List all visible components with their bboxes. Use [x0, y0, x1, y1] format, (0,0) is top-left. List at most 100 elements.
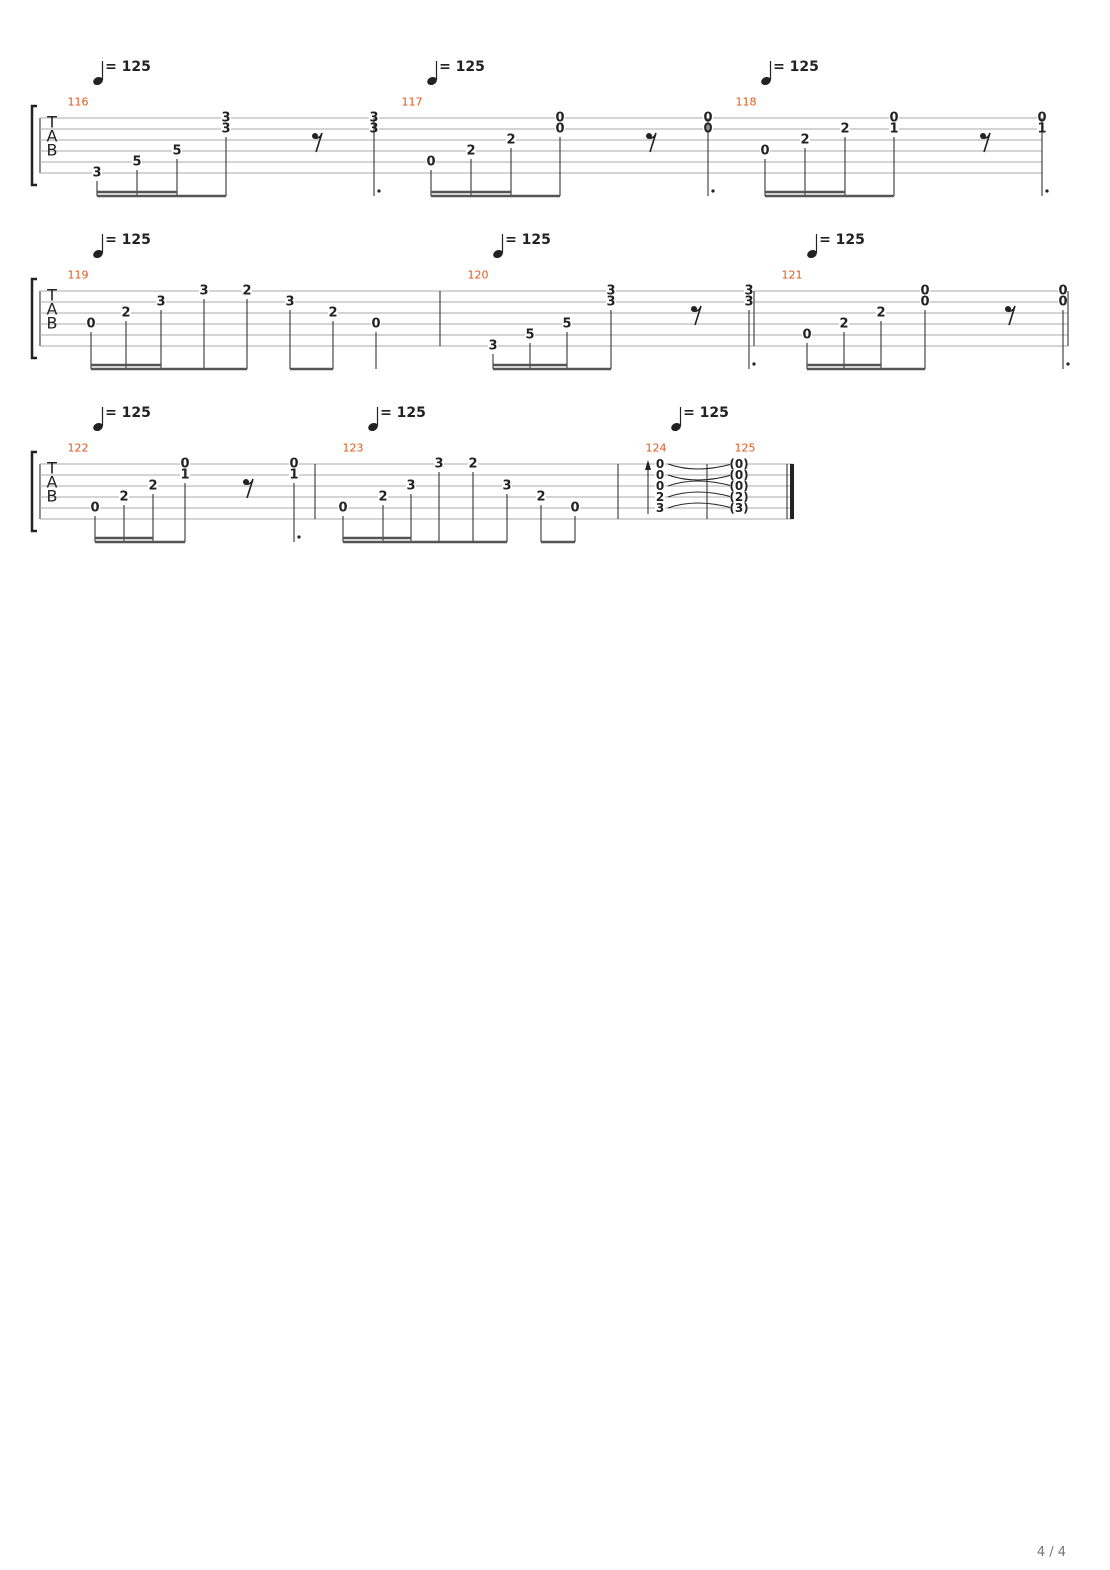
fret-number: 2 — [839, 317, 848, 332]
fret-number: 2 — [840, 122, 849, 137]
fret-bg — [506, 134, 516, 146]
measure: 125(0)(0)(0)(2)(3) — [729, 442, 794, 519]
fret-bg — [468, 458, 478, 470]
fret-number: 0 — [656, 479, 664, 493]
fret-bg — [199, 285, 209, 297]
fret-bg — [655, 458, 665, 470]
fret-number: 2 — [876, 306, 885, 321]
tied-fret-number: (0) — [729, 457, 748, 471]
fret-number: 3 — [606, 284, 615, 299]
fret-bg — [289, 469, 299, 481]
fret-number: 0 — [426, 155, 435, 170]
tab-clef-letter: T — [46, 459, 57, 478]
fret-number: 2 — [536, 490, 545, 505]
fret-bg — [730, 469, 748, 481]
tie-arc — [667, 491, 733, 498]
fret-number: 2 — [148, 479, 157, 494]
fret-number: 3 — [406, 479, 415, 494]
fret-number: 3 — [744, 295, 753, 310]
fret-number: 1 — [289, 468, 298, 483]
fret-bg — [730, 480, 748, 492]
fret-bg — [606, 285, 616, 297]
tempo-marking: = 125 — [105, 59, 151, 75]
fret-number: 1 — [889, 122, 898, 137]
fret-number: 0 — [90, 501, 99, 516]
fret-number: 0 — [656, 457, 664, 471]
fret-bg — [502, 480, 512, 492]
tempo-marking: = 125 — [819, 232, 865, 248]
fret-bg — [655, 491, 665, 503]
fret-number: 0 — [1058, 284, 1067, 299]
tempo-note-icon — [761, 76, 771, 86]
tempo-marking: = 125 — [773, 59, 819, 75]
fret-bg — [378, 491, 388, 503]
fret-number: 0 — [289, 457, 298, 472]
fret-bg — [148, 480, 158, 492]
fret-bg — [1058, 296, 1068, 308]
tempo-note-icon — [93, 249, 103, 259]
tempo-note-icon — [368, 422, 378, 432]
fret-bg — [86, 318, 96, 330]
tempo-marking: = 125 — [105, 405, 151, 421]
eighth-rest-tail — [693, 305, 702, 326]
fret-bg — [525, 329, 535, 341]
eighth-rest-tail — [648, 132, 657, 153]
fret-bg — [920, 296, 930, 308]
fret-number: 5 — [172, 144, 181, 159]
tab-clef-letter: B — [47, 487, 58, 506]
fret-bg — [744, 285, 754, 297]
tempo-marking: = 125 — [105, 232, 151, 248]
fret-number: 3 — [199, 284, 208, 299]
fret-number: 0 — [338, 501, 347, 516]
fret-bg — [289, 458, 299, 470]
fret-number: 3 — [221, 111, 230, 126]
measure-number: 119 — [68, 269, 89, 282]
system-bracket — [30, 450, 37, 533]
fret-bg — [221, 123, 231, 135]
fret-number: 0 — [86, 317, 95, 332]
tab-clef-letter: A — [47, 127, 58, 146]
fret-bg — [132, 156, 142, 168]
strum-arrow-icon — [645, 460, 651, 470]
tied-fret-number: (0) — [729, 468, 748, 482]
fret-number: 5 — [132, 155, 141, 170]
dot-marker — [377, 189, 381, 193]
fret-number: 2 — [378, 490, 387, 505]
measure-number: 122 — [68, 442, 89, 455]
tied-fret-number: (0) — [729, 479, 748, 493]
measure-number: 116 — [68, 96, 89, 109]
measure-number: 118 — [736, 96, 757, 109]
tab-clef-letter: A — [47, 473, 58, 492]
tempo-marking: = 125 — [439, 59, 485, 75]
eighth-rest-tail — [245, 478, 254, 499]
tempo-note-icon — [493, 249, 503, 259]
page-number: 4 / 4 — [1036, 1545, 1066, 1560]
fret-number: 3 — [656, 501, 664, 515]
fret-bg — [606, 296, 616, 308]
fret-bg — [180, 458, 190, 470]
fret-number: 1 — [180, 468, 189, 483]
fret-number: 3 — [488, 339, 497, 354]
fret-number: 5 — [562, 317, 571, 332]
fret-number: 3 — [221, 122, 230, 137]
fret-bg — [555, 112, 565, 124]
eighth-rest-tail — [1007, 305, 1016, 326]
fret-number: 2 — [328, 306, 337, 321]
fret-number: 0 — [555, 111, 564, 126]
tie-arc — [667, 463, 733, 470]
fret-number: 2 — [656, 490, 664, 504]
tab-clef-letter: B — [47, 141, 58, 160]
dot-marker — [752, 362, 756, 366]
fret-bg — [92, 167, 102, 179]
fret-number: 3 — [92, 166, 101, 181]
measure-number: 120 — [468, 269, 489, 282]
fret-bg — [285, 296, 295, 308]
dot-marker — [711, 189, 715, 193]
measure-number: 125 — [735, 442, 756, 455]
